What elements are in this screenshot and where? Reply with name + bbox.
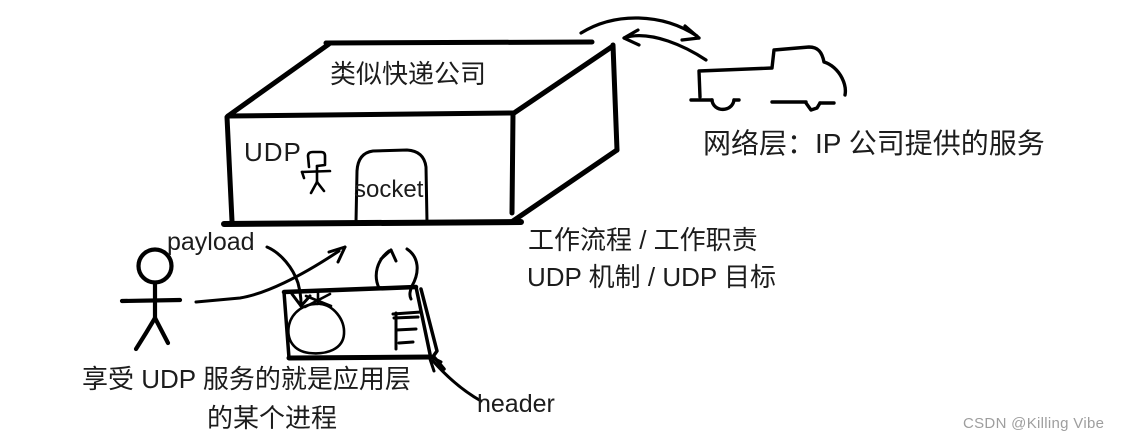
- app-process-caption-line1: 享受 UDP 服务的就是应用层: [82, 364, 411, 394]
- header-arrow-icon: [429, 356, 481, 401]
- header-label: header: [477, 390, 555, 418]
- building-sketch-icon: [224, 42, 617, 224]
- network-layer-caption: 网络层：IP 公司提供的服务: [703, 128, 1045, 159]
- exchange-arrows-icon: [581, 18, 706, 60]
- truck-icon: [691, 47, 845, 110]
- payload-label: payload: [167, 228, 255, 256]
- clerk-doodle-icon: [302, 152, 330, 193]
- send-arrow-icon: [196, 247, 345, 302]
- app-process-caption-line2: 的某个进程: [207, 403, 338, 433]
- duty-note-line1: 工作流程 / 工作职责: [528, 225, 758, 255]
- udp-protocol-label: UDP: [244, 137, 302, 167]
- up-curl-arrow-icon: [376, 249, 417, 299]
- socket-door-icon: [356, 150, 427, 222]
- building-roof-label: 类似快递公司: [330, 59, 487, 89]
- parcel-envelope-icon: [284, 287, 444, 369]
- duty-note-line2: UDP 机制 / UDP 目标: [527, 262, 776, 292]
- socket-door-label: socket: [354, 176, 424, 203]
- payload-arrow-icon: [267, 247, 310, 306]
- person-figure-icon: [122, 250, 180, 350]
- payload-bag-icon: [288, 290, 344, 353]
- watermark-credit: CSDN @Killing Vibe: [963, 415, 1105, 432]
- header-stamp-icon: [393, 312, 421, 349]
